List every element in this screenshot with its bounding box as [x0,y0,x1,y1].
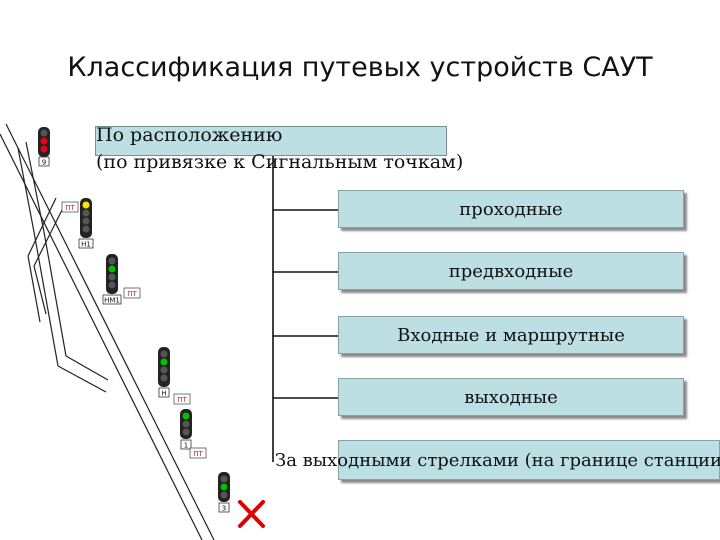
signal-n: Н [158,347,170,398]
category-box-entry-route: Входные и маршрутные [338,316,684,354]
signal-nm1: НМ1 [102,254,122,305]
category-label-beyond-exit: За выходными стрелками (на границе станц… [275,450,720,471]
green-lamp [182,412,190,420]
signal-1: 1 [180,409,192,450]
category-box-pre-entry: предвходные [338,252,684,290]
pt-label: ПТ [65,204,75,212]
signal-label: 3 [222,505,226,513]
root-category-label: По расположению (по привязке к Сигнальны… [96,122,463,176]
red-lamp [40,145,48,153]
pt-label: ПТ [177,396,187,404]
category-box-exit: выходные [338,378,684,416]
signal-label: Н1 [81,241,91,249]
green-lamp [108,265,116,273]
green-lamp [160,358,168,366]
signal-9: 9 [38,127,50,167]
signal-label: 1 [184,442,188,450]
yellow-lamp [82,201,90,209]
category-box-passing: проходные [338,190,684,228]
page-title: Классификация путевых устройств САУТ [67,52,653,83]
signal-label: Н [161,390,166,398]
cross-icon [238,500,265,528]
tree-connector [272,154,338,462]
signal-3: 3 [218,472,230,513]
root-line-1: По расположению [96,124,283,146]
track-lines [0,123,215,540]
root-line-2: (по привязке к Сигнальным точкам) [96,151,464,173]
pt-label: ПТ [193,450,203,458]
pt-device: ПТ [189,447,207,459]
red-lamp [40,137,48,145]
green-lamp [220,483,228,491]
pt-device: ПТ [61,201,79,213]
root-category-box [95,126,447,156]
pt-device: ПТ [173,393,191,405]
pt-label: ПТ [127,290,137,298]
pt-device: ПТ [123,287,141,299]
signal-label: НМ1 [104,297,120,305]
signal-label: 9 [42,159,46,167]
signal-n1: Н1 [78,198,94,249]
